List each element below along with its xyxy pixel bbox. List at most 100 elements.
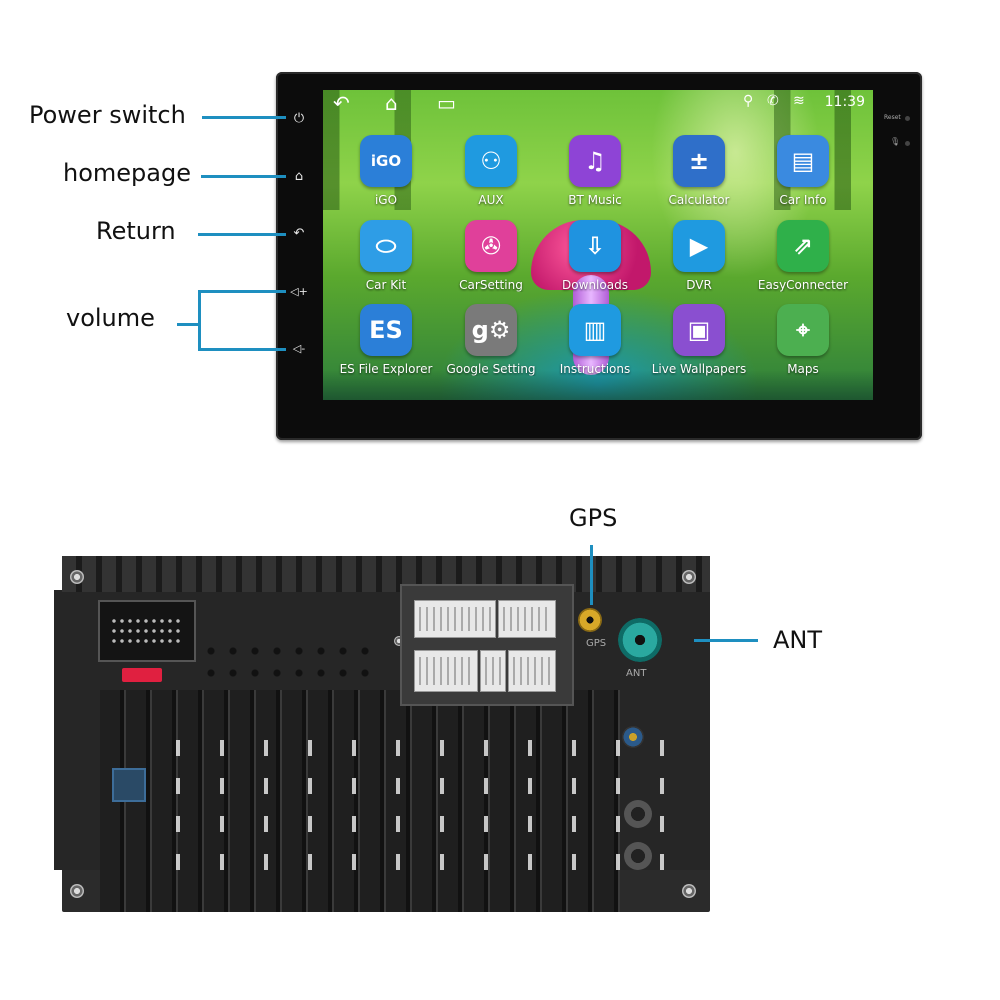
nav-back-icon[interactable]: ↶ [333,91,350,115]
callout-power-switch: Power switch [29,101,186,129]
callout-homepage: homepage [63,159,191,187]
igo-icon: iGO [360,135,412,187]
nav-recents-icon[interactable]: ▭ [437,91,456,115]
status-bar: ↶ ⌂ ▭ ⚲ ✆ ≋ 11:39 [323,90,873,116]
app-downloads[interactable]: ⇩ Downloads [545,220,645,300]
screw-top-left [70,570,84,584]
app-aux[interactable]: ⚇ AUX [441,135,541,215]
vent-holes [200,640,380,688]
app-google-setting[interactable]: g⚙ Google Setting [441,304,541,384]
leader-volume-down [198,348,286,351]
app-label: DVR [686,278,712,292]
plug-top-right[interactable] [498,600,556,638]
easyconnecter-icon: ⇗ [777,220,829,272]
carsetting-icon: ✇ [465,220,517,272]
app-label: Car Info [779,193,827,207]
app-label: BT Music [568,193,622,207]
gps-port-label: GPS [586,638,607,649]
gps-alt-jack[interactable] [624,842,652,870]
live-wallpapers-icon: ▣ [673,304,725,356]
leader-volume-bracket [198,290,201,350]
aux-jack[interactable] [624,800,652,828]
antenna-jack[interactable] [618,618,662,662]
android-screen: ↶ ⌂ ▭ ⚲ ✆ ≋ 11:39 iGO iGO ⚇ AUX ♫ BT Music ± Ca… [323,90,873,400]
chassis-top-ribs [62,556,710,592]
app-label: iGO [374,193,398,207]
volume-down-icon[interactable]: ◁- [292,342,306,355]
app-car-kit[interactable]: ⬭ Car Kit [336,220,436,300]
reset-pinhole[interactable] [905,116,910,121]
es-file-explorer-icon: ES [360,304,412,356]
downloads-icon: ⇩ [569,220,621,272]
back-icon[interactable]: ↶ [293,226,305,241]
app-label: Calculator [668,193,730,207]
leader-power [202,116,286,119]
instructions-icon: ▥ [569,304,621,356]
app-label: Live Wallpapers [651,362,747,376]
plug-bottom-mid[interactable] [480,650,506,692]
gps-jack[interactable] [578,608,602,632]
app-label: CarSetting [459,278,523,292]
app-live-wallpapers[interactable]: ▣ Live Wallpapers [649,304,749,384]
dvr-icon: ▶ [673,220,725,272]
reset-label: Reset [884,114,901,121]
mic-pinhole [905,141,910,146]
app-label: Maps [787,362,819,376]
plug-bottom-left[interactable] [414,650,478,692]
callout-ant: ANT [773,626,823,654]
app-calculator[interactable]: ± Calculator [649,135,749,215]
leader-ant [694,639,758,642]
location-icon: ⚲ [743,93,754,109]
app-bt-music[interactable]: ♫ BT Music [545,135,645,215]
plug-top-left[interactable] [414,600,496,638]
app-label: Car Kit [365,278,407,292]
leader-gps [590,545,593,605]
app-label: ES File Explorer [339,362,433,376]
phone-icon: ✆ [767,93,779,109]
iso-connector[interactable] [98,600,196,662]
blue-connector[interactable] [112,768,146,802]
app-label: EasyConnecter [757,278,849,292]
app-dvr[interactable]: ▶ DVR [649,220,749,300]
wallpaper-ground [323,370,873,400]
car-kit-icon: ⬭ [360,220,412,272]
app-maps[interactable]: ⌖ Maps [753,304,853,384]
google-setting-icon: g⚙ [465,304,517,356]
ant-port-label: ANT [626,668,647,679]
app-label: Google Setting [446,362,536,376]
fuse [122,668,162,682]
app-label: Instructions [559,362,631,376]
leader-return [198,233,286,236]
bt-music-icon: ♫ [569,135,621,187]
screw-bay-left [394,636,404,646]
car-info-icon: ▤ [777,135,829,187]
camera-jack[interactable] [622,726,644,748]
screw-bottom-right [682,884,696,898]
callout-volume: volume [66,304,155,332]
app-label: Downloads [562,278,628,292]
status-clock: 11:39 [824,94,865,110]
nav-home-icon[interactable]: ⌂ [385,91,398,115]
plug-bottom-right[interactable] [508,650,556,692]
app-easyconnecter[interactable]: ⇗ EasyConnecter [753,220,853,300]
leader-homepage [201,175,286,178]
calculator-icon: ± [673,135,725,187]
home-icon[interactable]: ⌂ [294,169,304,184]
app-car-info[interactable]: ▤ Car Info [753,135,853,215]
app-igo[interactable]: iGO iGO [336,135,436,215]
screw-bottom-left [70,884,84,898]
app-carsetting[interactable]: ✇ CarSetting [441,220,541,300]
screw-top-right [682,570,696,584]
leader-volume-stub [177,323,200,326]
app-es-file-explorer[interactable]: ES ES File Explorer [336,304,436,384]
callout-gps: GPS [569,504,618,532]
wifi-icon: ≋ [793,93,805,109]
volume-up-icon[interactable]: ◁+ [290,285,308,298]
app-instructions[interactable]: ▥ Instructions [545,304,645,384]
heatsink-slots [155,740,695,870]
maps-icon: ⌖ [777,304,829,356]
aux-icon: ⚇ [465,135,517,187]
power-icon[interactable]: ⏻ [293,111,305,126]
app-label: AUX [478,193,504,207]
callout-return: Return [96,217,176,245]
